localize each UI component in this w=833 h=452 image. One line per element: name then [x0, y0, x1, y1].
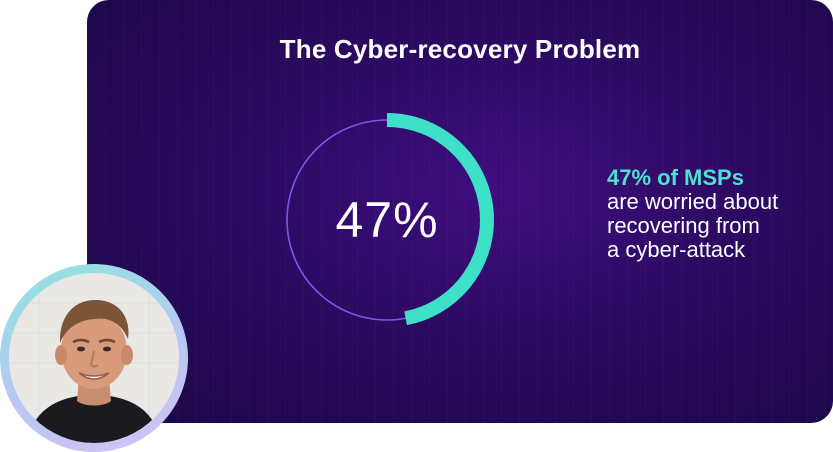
stat-description: 47% of MSPs are worried about recovering… [607, 166, 833, 262]
person-photo-icon [9, 273, 179, 443]
donut-progress-arc [280, 113, 494, 327]
card-texture [87, 0, 833, 423]
stat-line-1: are worried about [607, 189, 779, 214]
stat-card: The Cyber-recovery Problem 47% 47% of MS… [87, 0, 833, 423]
progress-donut [280, 113, 494, 327]
stat-highlight: 47% of MSPs [607, 165, 744, 190]
stat-line-3: a cyber-attack [607, 237, 746, 262]
donut-percent: 47% [335, 192, 439, 248]
card-title: The Cyber-recovery Problem [279, 34, 641, 64]
avatar [9, 273, 179, 443]
stat-line-2: recovering from [607, 213, 760, 238]
